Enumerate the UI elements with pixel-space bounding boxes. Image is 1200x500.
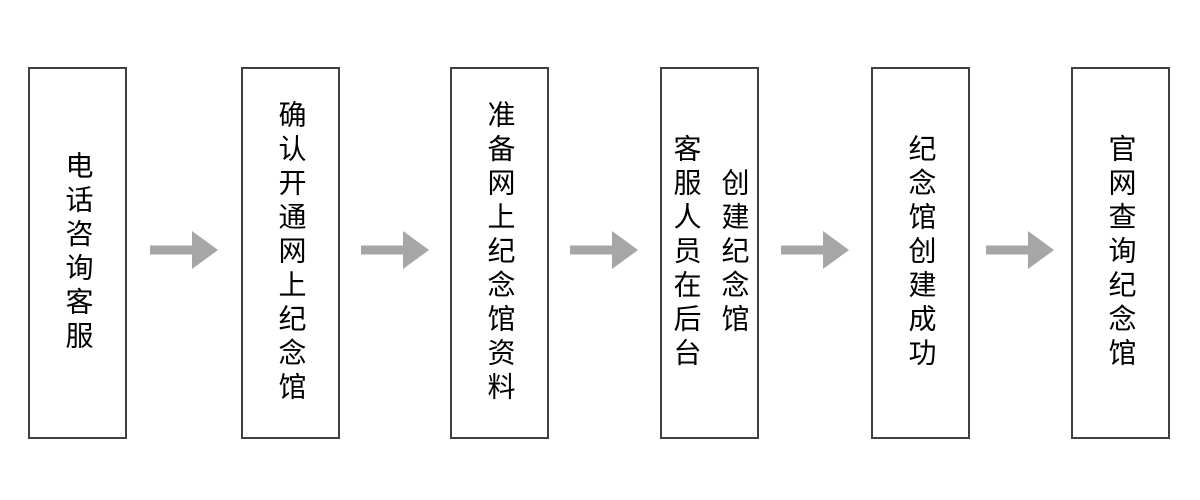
flow-step-5-label: 纪念馆创建成功	[897, 69, 945, 437]
flow-step-3: 准备网上纪念馆资料	[450, 67, 549, 439]
flow-step-2-label: 确认开通网上纪念馆	[267, 69, 315, 437]
arrow-right-icon	[361, 231, 429, 269]
flow-step-label-line: 电话咨询客服	[62, 151, 94, 355]
arrow-right-icon	[570, 231, 638, 269]
flow-step-3-label: 准备网上纪念馆资料	[476, 69, 524, 437]
flow-step-label-line: 准备网上纪念馆资料	[484, 100, 516, 406]
flow-step-label-line: 官网查询纪念馆	[1105, 134, 1137, 372]
flow-step-2: 确认开通网上纪念馆	[241, 67, 340, 439]
flow-step-label-line: 纪念馆创建成功	[905, 134, 937, 372]
arrow-right-icon	[150, 231, 218, 269]
flow-step-1: 电话咨询客服	[28, 67, 127, 439]
flow-step-4: 客服人员在后台 创建纪念馆	[660, 67, 759, 439]
flow-step-label-line: 客服人员在后台	[670, 134, 702, 372]
flow-step-6: 官网查询纪念馆	[1071, 67, 1170, 439]
flow-step-4-label: 客服人员在后台 创建纪念馆	[662, 69, 758, 437]
arrow-right-icon	[781, 231, 849, 269]
flow-step-1-label: 电话咨询客服	[54, 69, 102, 437]
flow-step-label-line: 创建纪念馆	[718, 168, 750, 338]
flow-step-label-line: 确认开通网上纪念馆	[275, 100, 307, 406]
arrow-right-icon	[986, 231, 1054, 269]
flow-step-5: 纪念馆创建成功	[871, 67, 970, 439]
flow-step-6-label: 官网查询纪念馆	[1097, 69, 1145, 437]
